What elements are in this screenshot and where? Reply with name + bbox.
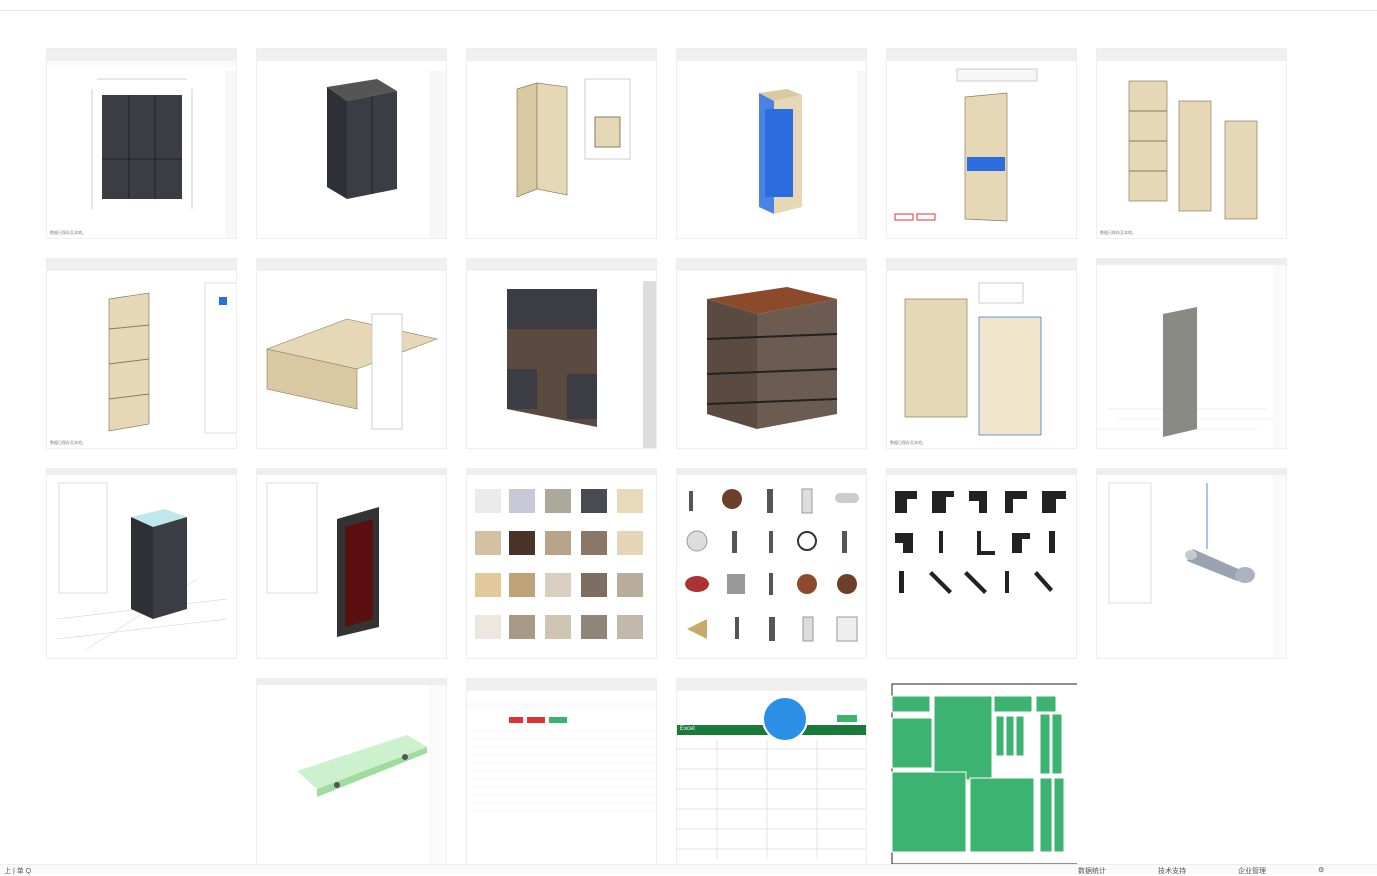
thumbnail-open-shelves[interactable]: 数据已保存至本地。 xyxy=(1096,48,1287,239)
drawer-chest-image xyxy=(677,259,866,429)
order-list-image xyxy=(467,679,656,812)
material-swatches-image xyxy=(467,469,656,639)
thumbnail-cutting-layout[interactable] xyxy=(886,678,1077,869)
taskbar-item-company[interactable]: 企业管理 xyxy=(1238,868,1266,875)
thumbnail-corner-desk[interactable] xyxy=(256,258,447,449)
thumbnail-wardrobe-frames[interactable]: 数据已保存至本地。 xyxy=(886,258,1077,449)
thumbnail-caption: 数据已保存至本地。 xyxy=(890,440,926,445)
thumbnail-caption: 数据已保存至本地。 xyxy=(1100,230,1136,235)
handle-3d-image xyxy=(1097,469,1286,658)
thumbnail-door-panel-grid[interactable] xyxy=(256,468,447,659)
cutting-layout-image xyxy=(891,683,1077,865)
excel-label: Excel xyxy=(680,726,695,732)
top-divider xyxy=(0,10,1377,11)
thumbnail-cabinet-context-menu[interactable] xyxy=(676,48,867,239)
thumbnail-molding-library[interactable] xyxy=(886,468,1077,659)
bookcase-image xyxy=(47,259,236,434)
thumbnail-bookcase-panel[interactable]: 数据已保存至本地。 xyxy=(46,258,237,449)
panel-grid-image xyxy=(1097,259,1286,448)
settings-icon[interactable]: ⚙ xyxy=(1318,867,1325,874)
taskbar: 上 | 单 Q 数据统计 技术支持 企业管理 ⚙ xyxy=(0,864,1377,875)
cabinet-frame-image xyxy=(467,49,656,198)
excel-report-image xyxy=(677,679,866,859)
thumbnail-caption: 数据已保存至本地。 xyxy=(50,230,86,235)
thumbnail-single-panel-grid[interactable] xyxy=(1096,258,1287,449)
cabinet-3d-grid-image xyxy=(47,469,236,650)
molding-profiles-image xyxy=(887,469,1076,594)
thumbnail-handle-3d[interactable] xyxy=(1096,468,1287,659)
thumbnail-caption: 数据已保存至本地。 xyxy=(50,440,86,445)
shelf-board-image xyxy=(257,679,446,868)
cabinet-drawer-image xyxy=(887,49,1076,222)
thumbnail-tv-wall-unit[interactable] xyxy=(466,258,657,449)
thumbnail-excel-report[interactable]: Excel xyxy=(676,678,867,869)
taskbar-item-stats[interactable]: 数据统计 xyxy=(1078,868,1106,875)
thumbnail-cabinet-3d-grid[interactable] xyxy=(46,468,237,659)
taskbar-left-text: 上 | 单 Q xyxy=(4,868,32,875)
open-shelves-image xyxy=(1097,49,1286,220)
thumbnail-hardware-library[interactable] xyxy=(676,468,867,659)
thumbnail-material-library[interactable] xyxy=(466,468,657,659)
tv-wall-unit-image xyxy=(467,259,656,448)
door-panel-image xyxy=(257,469,446,637)
cabinet-isometric-image xyxy=(257,49,446,238)
wardrobe-frames-image xyxy=(887,259,1076,436)
thumbnail-order-list[interactable] xyxy=(466,678,657,869)
cabinet-menu-image xyxy=(677,49,866,238)
cabinet-elevation-image xyxy=(47,49,236,238)
thumbnail-cabinet-frame-wood[interactable] xyxy=(466,48,657,239)
thumbnail-drawer-chest[interactable] xyxy=(676,258,867,449)
thumbnail-cabinet-drawer-blue[interactable] xyxy=(886,48,1077,239)
taskbar-item-support[interactable]: 技术支持 xyxy=(1158,868,1186,875)
thumbnail-shelf-board-3d[interactable] xyxy=(256,678,447,869)
hardware-library-image xyxy=(677,469,866,642)
thumbnail-cabinet-elevation[interactable]: 数据已保存至本地。 xyxy=(46,48,237,239)
thumbnail-cabinet-iso-dark[interactable] xyxy=(256,48,447,239)
corner-desk-image xyxy=(257,259,446,430)
